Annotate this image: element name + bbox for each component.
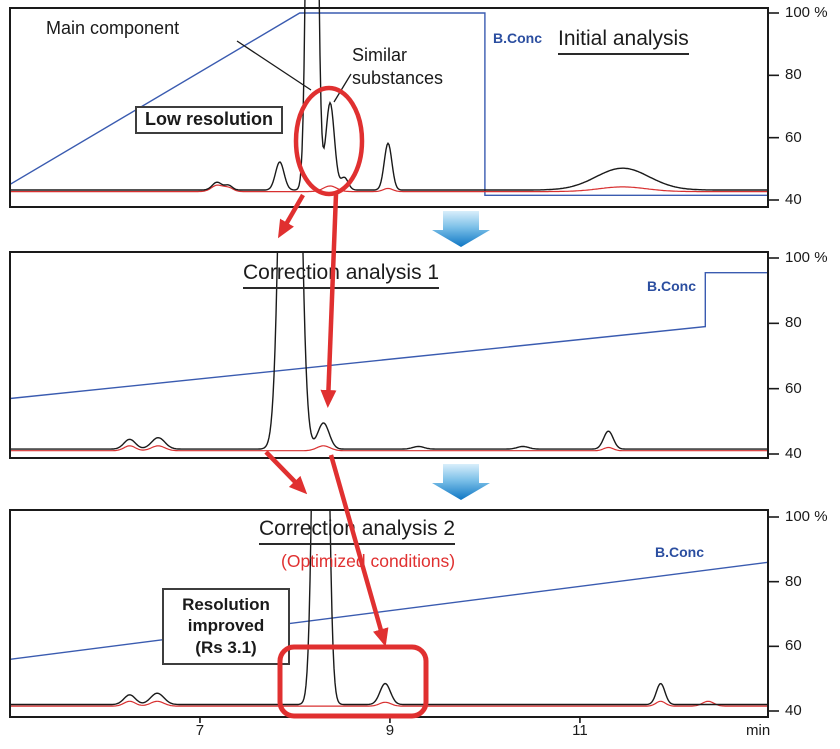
panel-2-border <box>9 251 769 459</box>
bconc-line <box>10 561 768 660</box>
x-axis-unit-label: min <box>746 722 771 739</box>
low-resolution-callout: Low resolution <box>135 106 283 134</box>
chromatogram-trace <box>10 252 768 450</box>
impurity-trace <box>10 445 768 452</box>
bconc-label-panel1: B.Conc <box>493 30 542 46</box>
panel1-title: Initial analysis <box>558 27 689 55</box>
chromatogram-trace <box>10 0 768 191</box>
impurity-trace <box>10 700 768 707</box>
panel-1-border <box>9 7 769 208</box>
bconc-line <box>10 272 768 400</box>
panel-2-traces <box>10 252 768 452</box>
panel3-title: Correction analysis 2 <box>259 517 456 545</box>
bconc-label-panel3: B.Conc <box>655 544 704 560</box>
impurity-trace <box>10 184 768 193</box>
optimized-conditions-label: (Optimized conditions) <box>281 551 456 571</box>
panel-1-traces <box>10 0 768 196</box>
resolution-improved-callout: Resolution improved (Rs 3.1) <box>162 588 290 665</box>
panel2-title: Correction analysis 1 <box>243 261 440 289</box>
panel-3-traces <box>10 510 768 707</box>
chromatogram-trace <box>10 510 768 706</box>
main-component-label: Main component <box>46 18 180 38</box>
similar-substances-label: Similar substances <box>352 45 444 88</box>
bconc-label-panel2: B.Conc <box>647 278 696 294</box>
bconc-line <box>10 12 768 196</box>
